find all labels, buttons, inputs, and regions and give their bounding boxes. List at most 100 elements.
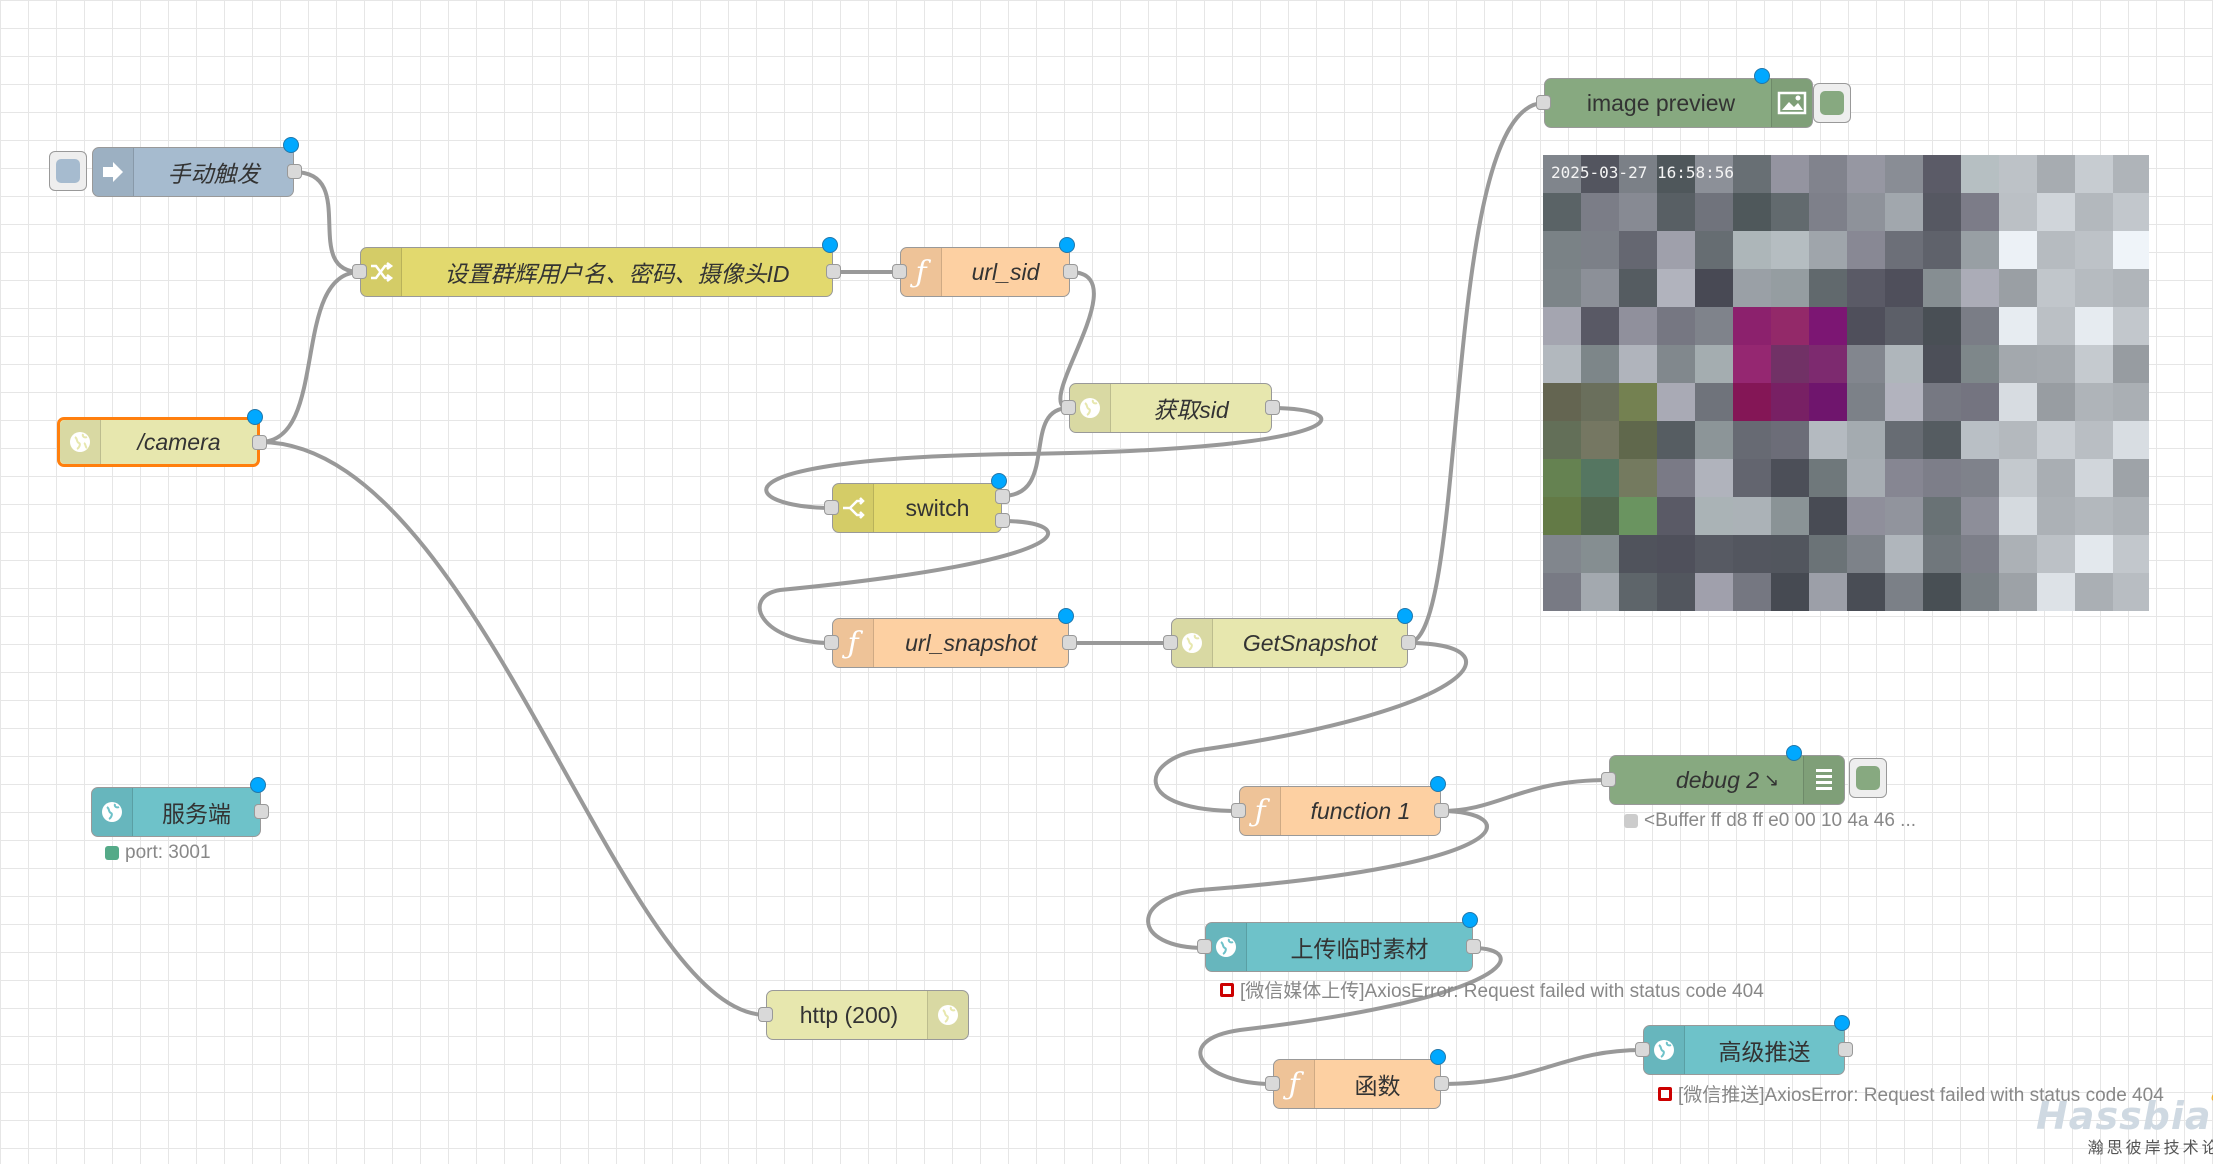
node-label: 设置群辉用户名、密码、摄像头ID: [444, 261, 790, 287]
mosaic-block: [1885, 535, 1923, 573]
output-port[interactable]: [1265, 400, 1280, 415]
mosaic-block: [1885, 155, 1923, 193]
input-port[interactable]: [1163, 635, 1178, 650]
mosaic-block: [1885, 307, 1923, 345]
mosaic-block: [1885, 421, 1923, 459]
node-get-snapshot[interactable]: GetSnapshot: [1163, 608, 1416, 668]
mosaic-block: [1809, 307, 1847, 345]
input-port[interactable]: [1601, 772, 1616, 787]
mosaic-block: [1885, 497, 1923, 535]
changed-indicator: [250, 777, 266, 793]
mosaic-block: [1961, 231, 1999, 269]
changed-indicator: [1786, 745, 1802, 761]
server-status: port: 3001: [105, 842, 211, 864]
node-label: image preview: [1586, 89, 1736, 116]
output-port[interactable]: [1434, 803, 1449, 818]
mosaic-block: [1733, 269, 1771, 307]
mosaic-block: [1809, 345, 1847, 383]
node-function-1[interactable]: ƒ function 1: [1231, 776, 1449, 836]
output-port[interactable]: [1838, 1042, 1853, 1057]
node-function-cn[interactable]: ƒ 函数: [1265, 1049, 1449, 1109]
mosaic-block: [1733, 193, 1771, 231]
output-port[interactable]: [1466, 939, 1481, 954]
mosaic-block: [1733, 497, 1771, 535]
shuffle-icon: [361, 248, 402, 296]
output-port[interactable]: [1401, 635, 1416, 650]
node-server[interactable]: 服务端: [91, 777, 269, 837]
mosaic-block: [1733, 535, 1771, 573]
mosaic-block: [1657, 497, 1695, 535]
mosaic-block: [1809, 459, 1847, 497]
mosaic-block: [1581, 345, 1619, 383]
image-preview-toggle-button[interactable]: [1813, 83, 1851, 123]
mosaic-block: [1999, 383, 2037, 421]
mosaic-block: [1809, 155, 1847, 193]
node-advanced-push[interactable]: 高级推送: [1635, 1015, 1853, 1075]
input-port[interactable]: [758, 1007, 773, 1022]
switch-icon: [833, 484, 874, 532]
mosaic-block: [1771, 421, 1809, 459]
input-port[interactable]: [824, 635, 839, 650]
mosaic-block: [1695, 269, 1733, 307]
mosaic-block: [1733, 421, 1771, 459]
function-icon: ƒ: [1274, 1060, 1315, 1108]
output-port[interactable]: [254, 804, 269, 819]
mosaic-block: [1847, 421, 1885, 459]
mosaic-block: [1771, 535, 1809, 573]
node-http-response[interactable]: http (200): [758, 990, 969, 1040]
node-get-sid[interactable]: 获取sid: [1061, 383, 1280, 433]
node-label: url_snapshot: [905, 629, 1037, 656]
node-label: GetSnapshot: [1242, 629, 1378, 656]
mosaic-block: [1999, 535, 2037, 573]
mosaic-block: [2037, 269, 2075, 307]
input-port[interactable]: [1536, 95, 1551, 110]
mosaic-block: [1733, 383, 1771, 421]
node-debug-2[interactable]: debug 2 ↘: [1601, 745, 1845, 805]
mosaic-block: [1619, 231, 1657, 269]
output-port[interactable]: [252, 435, 267, 450]
mosaic-block: [2075, 269, 2113, 307]
input-port[interactable]: [1197, 939, 1212, 954]
mosaic-block: [2075, 497, 2113, 535]
image-icon: [1771, 79, 1812, 127]
mosaic-block: [1543, 155, 1581, 193]
upload-status: [微信媒体上传]AxiosError: Request failed with …: [1220, 976, 1764, 1003]
output-port[interactable]: [1434, 1076, 1449, 1091]
node-switch[interactable]: switch: [824, 473, 1010, 533]
mosaic-block: [1619, 535, 1657, 573]
mosaic-block: [2075, 383, 2113, 421]
output-port[interactable]: [1062, 635, 1077, 650]
node-url-sid[interactable]: ƒ url_sid: [892, 237, 1078, 297]
input-port[interactable]: [1061, 400, 1076, 415]
mosaic-block: [1847, 193, 1885, 231]
node-label: /camera: [137, 428, 221, 455]
mosaic-block: [1695, 573, 1733, 611]
input-port[interactable]: [892, 264, 907, 279]
node-manual-trigger[interactable]: 手动触发: [92, 137, 302, 197]
node-url-snapshot[interactable]: ƒ url_snapshot: [824, 608, 1077, 668]
input-port[interactable]: [1265, 1076, 1280, 1091]
debug-target-icon: ↘: [1764, 770, 1780, 790]
output-port-1[interactable]: [995, 489, 1010, 504]
input-port[interactable]: [824, 500, 839, 515]
debug-toggle-button[interactable]: [1849, 758, 1887, 798]
output-port[interactable]: [826, 264, 841, 279]
input-port[interactable]: [1635, 1042, 1650, 1057]
input-port[interactable]: [352, 264, 367, 279]
output-port-2[interactable]: [995, 513, 1010, 528]
mosaic-block: [1771, 573, 1809, 611]
watermark-com: com: [2211, 1088, 2213, 1104]
globe-icon: [927, 991, 968, 1039]
globe-icon: [1644, 1026, 1685, 1074]
mosaic-block: [1733, 345, 1771, 383]
node-set-credentials[interactable]: 设置群辉用户名、密码、摄像头ID: [352, 237, 841, 297]
node-camera-http-in[interactable]: /camera: [57, 409, 267, 467]
input-port[interactable]: [1231, 803, 1246, 818]
output-port[interactable]: [287, 164, 302, 179]
node-upload-media[interactable]: 上传临时素材: [1197, 912, 1481, 972]
inject-trigger-button[interactable]: [49, 151, 87, 191]
mosaic-block: [2075, 155, 2113, 193]
node-image-preview[interactable]: image preview: [1536, 68, 1813, 128]
output-port[interactable]: [1063, 264, 1078, 279]
mosaic-block: [1581, 193, 1619, 231]
